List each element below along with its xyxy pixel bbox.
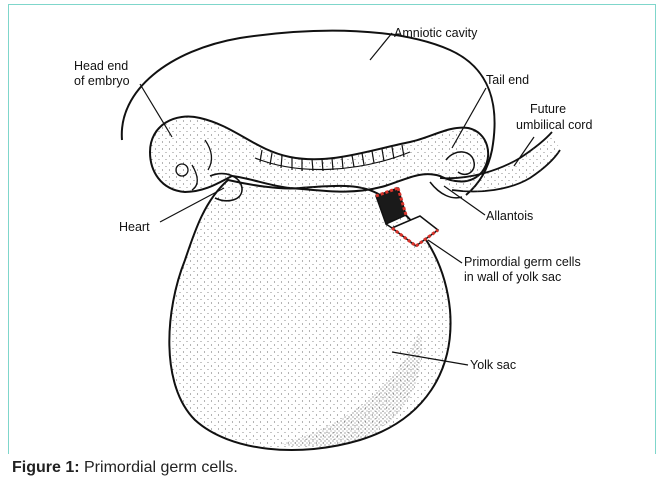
label-yolk-sac: Yolk sac [470, 358, 516, 372]
label-heart: Heart [119, 220, 150, 234]
label-head-end: Head end [74, 59, 128, 73]
embryo-body [150, 117, 488, 192]
label-umbilical-cord: umbilical cord [516, 118, 592, 132]
caption-text: Primordial germ cells. [80, 459, 238, 476]
embryo-diagram: Amniotic cavity Head end of embryo Tail … [0, 0, 662, 456]
label-amniotic-cavity: Amniotic cavity [394, 26, 478, 40]
label-germ-cells: Primordial germ cells [464, 255, 581, 269]
label-yolk-sac-wall: in wall of yolk sac [464, 270, 561, 284]
label-future: Future [530, 102, 566, 116]
label-allantois: Allantois [486, 209, 533, 223]
label-tail-end: Tail end [486, 73, 529, 87]
caption-label: Figure 1: [12, 459, 80, 476]
figure-caption: Figure 1: Primordial germ cells. [12, 459, 238, 477]
label-of-embryo: of embryo [74, 74, 130, 88]
